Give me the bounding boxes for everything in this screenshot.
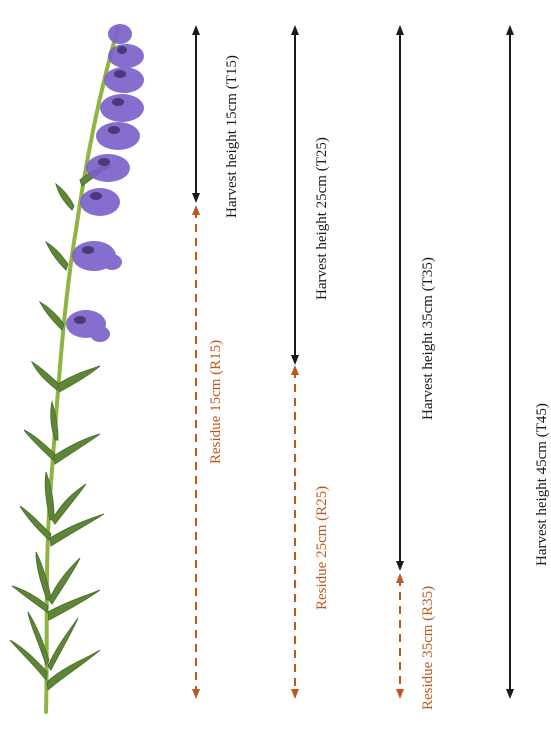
harvest-label-t15: Harvest height 15cm (T15) — [224, 55, 240, 218]
harvest-label-t35: Harvest height 35cm (T35) — [420, 257, 436, 420]
residue-label-r35: Residue 35cm (R35) — [420, 586, 436, 710]
harvest-label-t45: Harvest height 45cm (T45) — [534, 403, 550, 566]
hyssop-plant-icon — [10, 24, 144, 712]
residue-label-r25: Residue 25cm (R25) — [314, 486, 330, 610]
harvest-label-t25: Harvest height 25cm (T25) — [314, 137, 330, 300]
residue-label-r15: Residue 15cm (R15) — [208, 340, 224, 464]
